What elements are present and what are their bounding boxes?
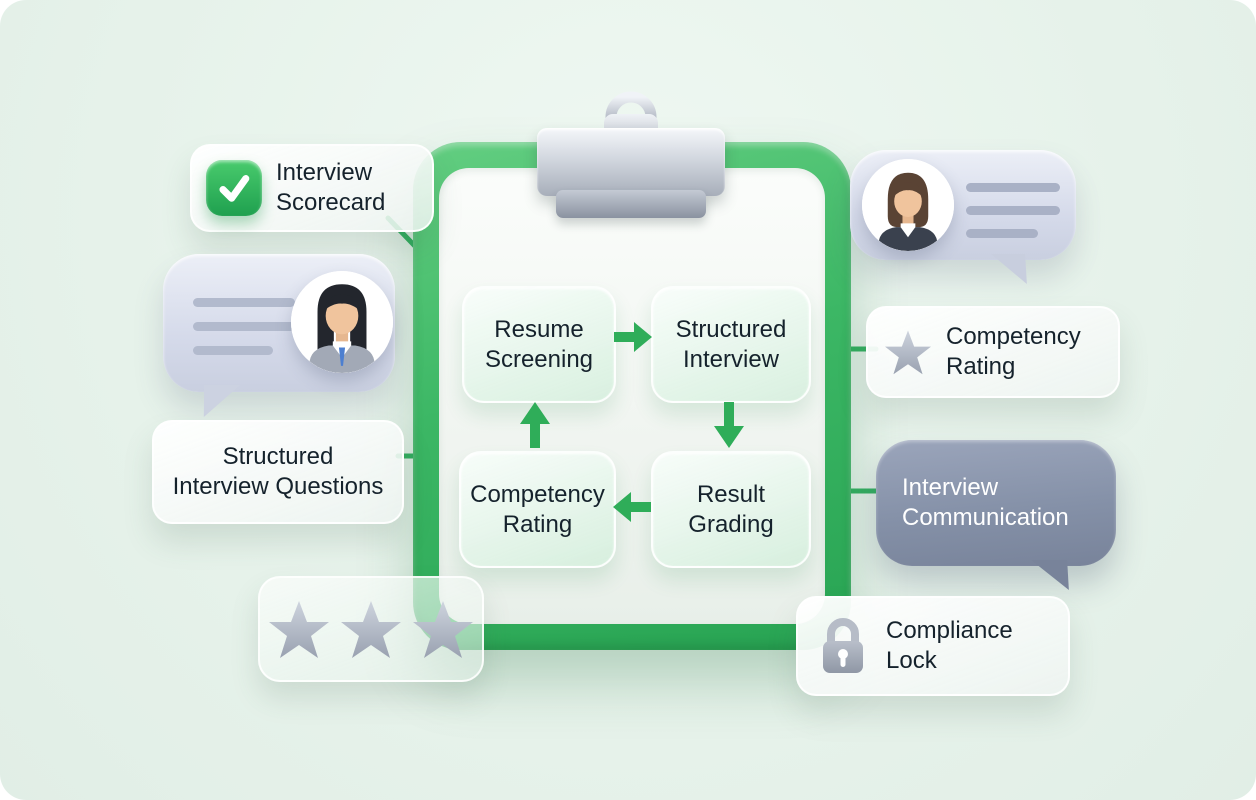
flow-step-competency-rating: Competency Rating <box>459 451 616 568</box>
label-line: Structured <box>222 443 334 470</box>
text-line <box>966 206 1060 215</box>
label-line: Screening <box>484 345 594 373</box>
text-line <box>193 322 295 331</box>
structured-interview-questions-badge: Structured Interview Questions <box>152 420 404 524</box>
label-line: Compliance <box>886 617 1013 644</box>
chat-bubble-right <box>850 150 1076 260</box>
star-icon <box>341 601 401 658</box>
woman-avatar <box>862 159 954 251</box>
label-line: Rating <box>946 353 1016 380</box>
interview-communication-bubble: Interview Communication <box>876 440 1116 566</box>
label-line: Scorecard <box>276 189 386 216</box>
label-line: Interview <box>682 345 780 373</box>
competency-rating-badge: Competency Rating <box>866 306 1120 398</box>
text-line <box>193 298 295 307</box>
interview-scorecard-badge: Interview Scorecard <box>190 144 434 232</box>
label-line: Interview Questions <box>172 473 384 500</box>
star-icon <box>885 330 931 375</box>
arrow-up-icon <box>520 402 550 448</box>
checkmark-icon <box>206 160 262 216</box>
flow-step-resume-screening: Resume Screening <box>462 286 616 403</box>
chat-text-lines <box>193 298 295 355</box>
chat-bubble-left <box>163 254 395 392</box>
label-line: Interview <box>276 159 373 186</box>
label-line: Lock <box>886 647 937 674</box>
chat-text-lines <box>966 183 1060 238</box>
arrow-left-icon <box>613 492 651 522</box>
woman-avatar <box>291 271 393 373</box>
text-line <box>193 346 273 355</box>
label-line: Competency <box>470 480 605 508</box>
clip-lower-lip <box>556 190 706 218</box>
clipboard-clip <box>537 128 725 196</box>
text-line <box>966 229 1038 238</box>
compliance-lock-badge: Compliance Lock <box>796 596 1070 696</box>
label-line: Grading <box>688 510 774 538</box>
three-stars-rating-card <box>258 576 484 682</box>
arrow-down-icon <box>714 402 744 448</box>
flow-step-label: Structured Interview <box>676 315 787 375</box>
structured-interview-questions-label: Structured Interview Questions <box>173 442 384 502</box>
competency-rating-label: Competency Rating <box>946 322 1081 382</box>
label-line: Result <box>696 480 765 508</box>
label-line: Structured <box>675 315 787 343</box>
star-icon <box>269 601 329 658</box>
flow-step-label: Competency Rating <box>470 480 605 540</box>
label-line: Communication <box>902 504 1069 531</box>
label-line: Resume <box>494 315 584 343</box>
flow-step-label: Result Grading <box>688 480 773 540</box>
label-line: Rating <box>502 510 573 538</box>
arrow-right-icon <box>614 322 652 352</box>
flow-step-label: Resume Screening <box>485 315 593 375</box>
compliance-lock-label: Compliance Lock <box>886 616 1013 676</box>
lock-icon <box>823 618 863 673</box>
label-line: Interview <box>902 474 999 501</box>
flow-step-result-grading: Result Grading <box>651 451 811 568</box>
interview-scorecard-label: Interview Scorecard <box>276 158 385 218</box>
label-line: Competency <box>946 323 1081 350</box>
interview-communication-label: Interview Communication <box>902 473 1069 533</box>
flow-step-structured-interview: Structured Interview <box>651 286 811 403</box>
text-line <box>966 183 1060 192</box>
star-icon <box>413 601 473 658</box>
